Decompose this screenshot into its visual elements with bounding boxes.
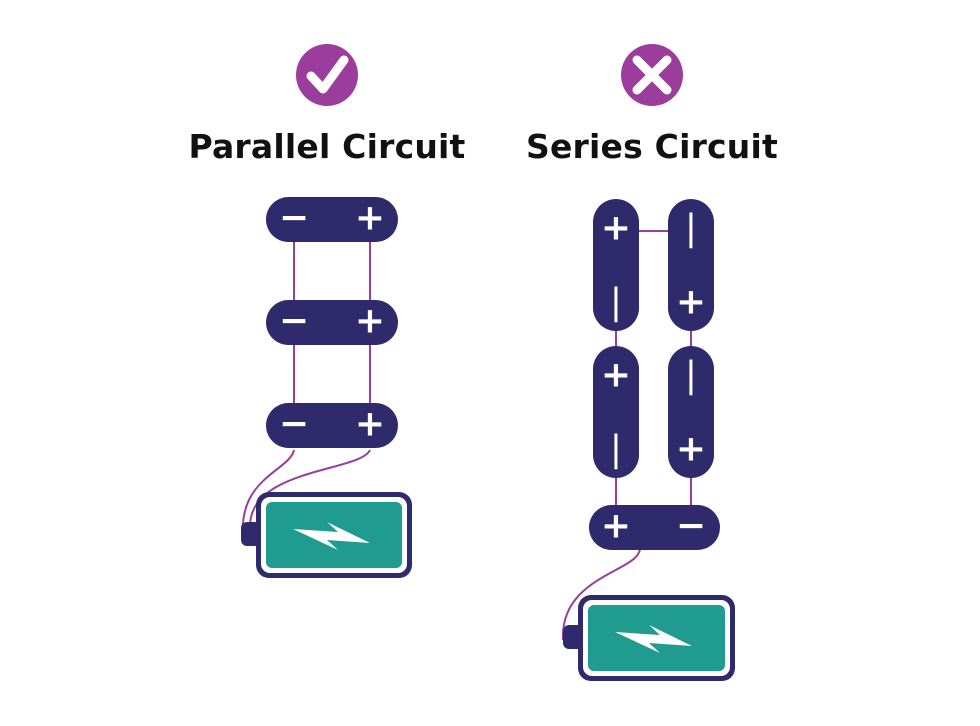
parallel-cell-1	[266, 197, 398, 242]
cell-positive-sign: +	[355, 404, 385, 445]
series-cell-4	[668, 346, 714, 478]
parallel-cell-signs: − + − + − +	[279, 198, 385, 445]
parallel-cell-2	[266, 300, 398, 345]
cell-negative-sign: −	[279, 404, 309, 445]
cell-negative-sign: −	[279, 198, 309, 239]
check-icon	[296, 44, 358, 106]
series-cell-3	[593, 346, 639, 478]
cell-positive-sign: +	[601, 355, 631, 396]
cell-positive-sign: +	[601, 506, 631, 547]
cell-negative-sign: −	[279, 301, 309, 342]
parallel-cell-3	[266, 403, 398, 448]
series-cell-signs: + | | + + | | + + −	[601, 208, 706, 547]
parallel-wires	[241, 219, 371, 534]
series-bottom-cell	[589, 505, 720, 550]
cell-negative-sign: −	[676, 506, 706, 547]
series-cell-1	[593, 199, 639, 331]
cell-positive-sign: +	[676, 429, 706, 470]
series-circuit-title: Series Circuit	[526, 127, 778, 166]
lightning-bolt-icon	[293, 522, 370, 550]
lightning-bolt-icon	[615, 625, 692, 653]
cell-positive-sign: +	[601, 208, 631, 249]
cross-icon	[621, 44, 683, 106]
parallel-circuit-title: Parallel Circuit	[188, 127, 466, 166]
parallel-battery	[241, 492, 412, 578]
cell-negative-sign: |	[610, 282, 622, 323]
series-cell-2	[668, 199, 714, 331]
cell-negative-sign: |	[685, 355, 697, 396]
cell-positive-sign: +	[355, 198, 385, 239]
cell-negative-sign: |	[610, 429, 622, 470]
cell-negative-sign: |	[685, 208, 697, 249]
cell-positive-sign: +	[676, 282, 706, 323]
series-battery	[563, 595, 735, 681]
cell-positive-sign: +	[355, 301, 385, 342]
